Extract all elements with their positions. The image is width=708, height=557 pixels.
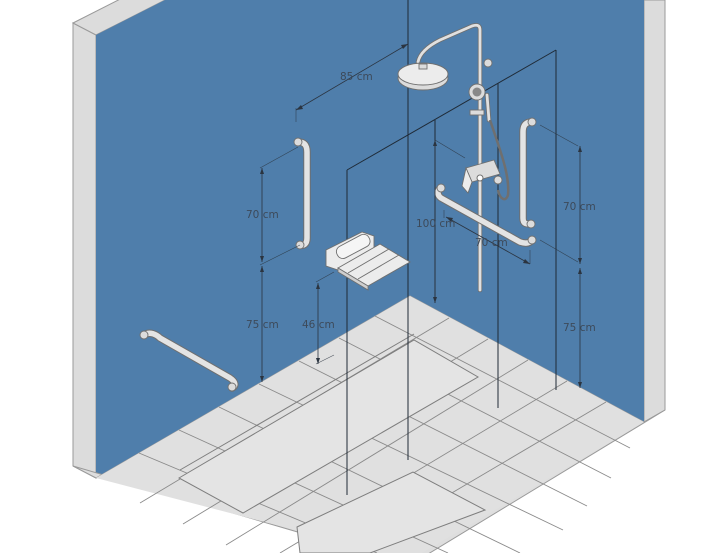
right-wall <box>643 0 666 423</box>
tiled-floor <box>72 295 666 557</box>
dim-label-left-bar-length: 70 cm <box>246 209 279 221</box>
rain-shower-head <box>397 62 449 91</box>
dim-label-left-bar-height: 75 cm <box>246 319 279 331</box>
horizontal-grab-bar <box>434 183 537 247</box>
dim-label-shower-head-offset: 85 cm <box>340 71 373 83</box>
dim-label-right-bar-height: 75 cm <box>563 322 596 334</box>
dim-label-right-bar-length: 70 cm <box>563 201 596 213</box>
dimension-annotations: 85 cm 70 cm 75 cm 46 cm 100 cm 70 cm 70 … <box>246 43 596 388</box>
side-wall-grab-bar <box>139 329 239 392</box>
folding-shower-seat <box>325 231 411 291</box>
hand-shower <box>468 83 510 201</box>
vertical-grab-bar-right <box>519 117 537 229</box>
linear-drains <box>177 339 487 554</box>
dim-label-l-bar-length: 70 cm <box>475 237 508 249</box>
thermostatic-mixer <box>461 159 503 194</box>
vertical-grab-bar-left <box>293 137 311 250</box>
dim-label-l-bar-height: 100 cm <box>416 218 455 230</box>
dim-label-seat-height: 46 cm <box>302 319 335 331</box>
shower-riser-rail <box>415 22 493 293</box>
